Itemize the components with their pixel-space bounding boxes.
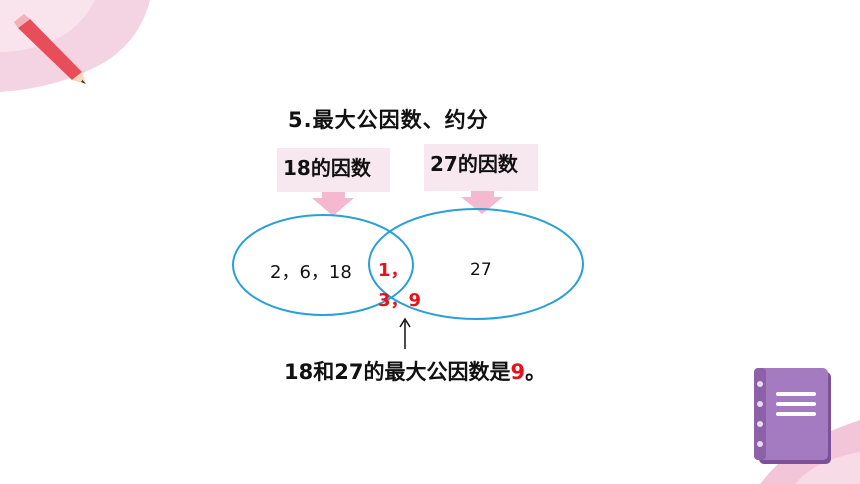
label-factors-of-18: 18的因数 [277,148,390,192]
venn-right-only-values: 27 [470,260,492,280]
label-arrow-right [461,191,503,214]
conclusion-answer: 9 [510,360,526,384]
venn-left-only-values: 2，6，18 [270,262,352,283]
label-factors-of-27: 27的因数 [424,144,538,191]
conclusion-prefix: 18和27的最大公因数是 [284,360,511,384]
venn-common-values: 1，3，9 [378,260,422,311]
notebook-icon [754,368,831,464]
label-arrow-left [312,192,354,216]
venn-circle-left [232,214,414,316]
arrow-up-icon [399,317,411,349]
corner-blob-bottom-right-light [795,452,860,484]
corner-blob-top-left-light [0,0,95,52]
conclusion-sentence: 18和27的最大公因数是9。 [284,356,546,386]
pencil-icon [14,14,86,84]
venn-circle-right [368,208,584,320]
conclusion-suffix: 。 [525,360,547,384]
page-title: 5.最大公因数、约分 [288,108,489,132]
